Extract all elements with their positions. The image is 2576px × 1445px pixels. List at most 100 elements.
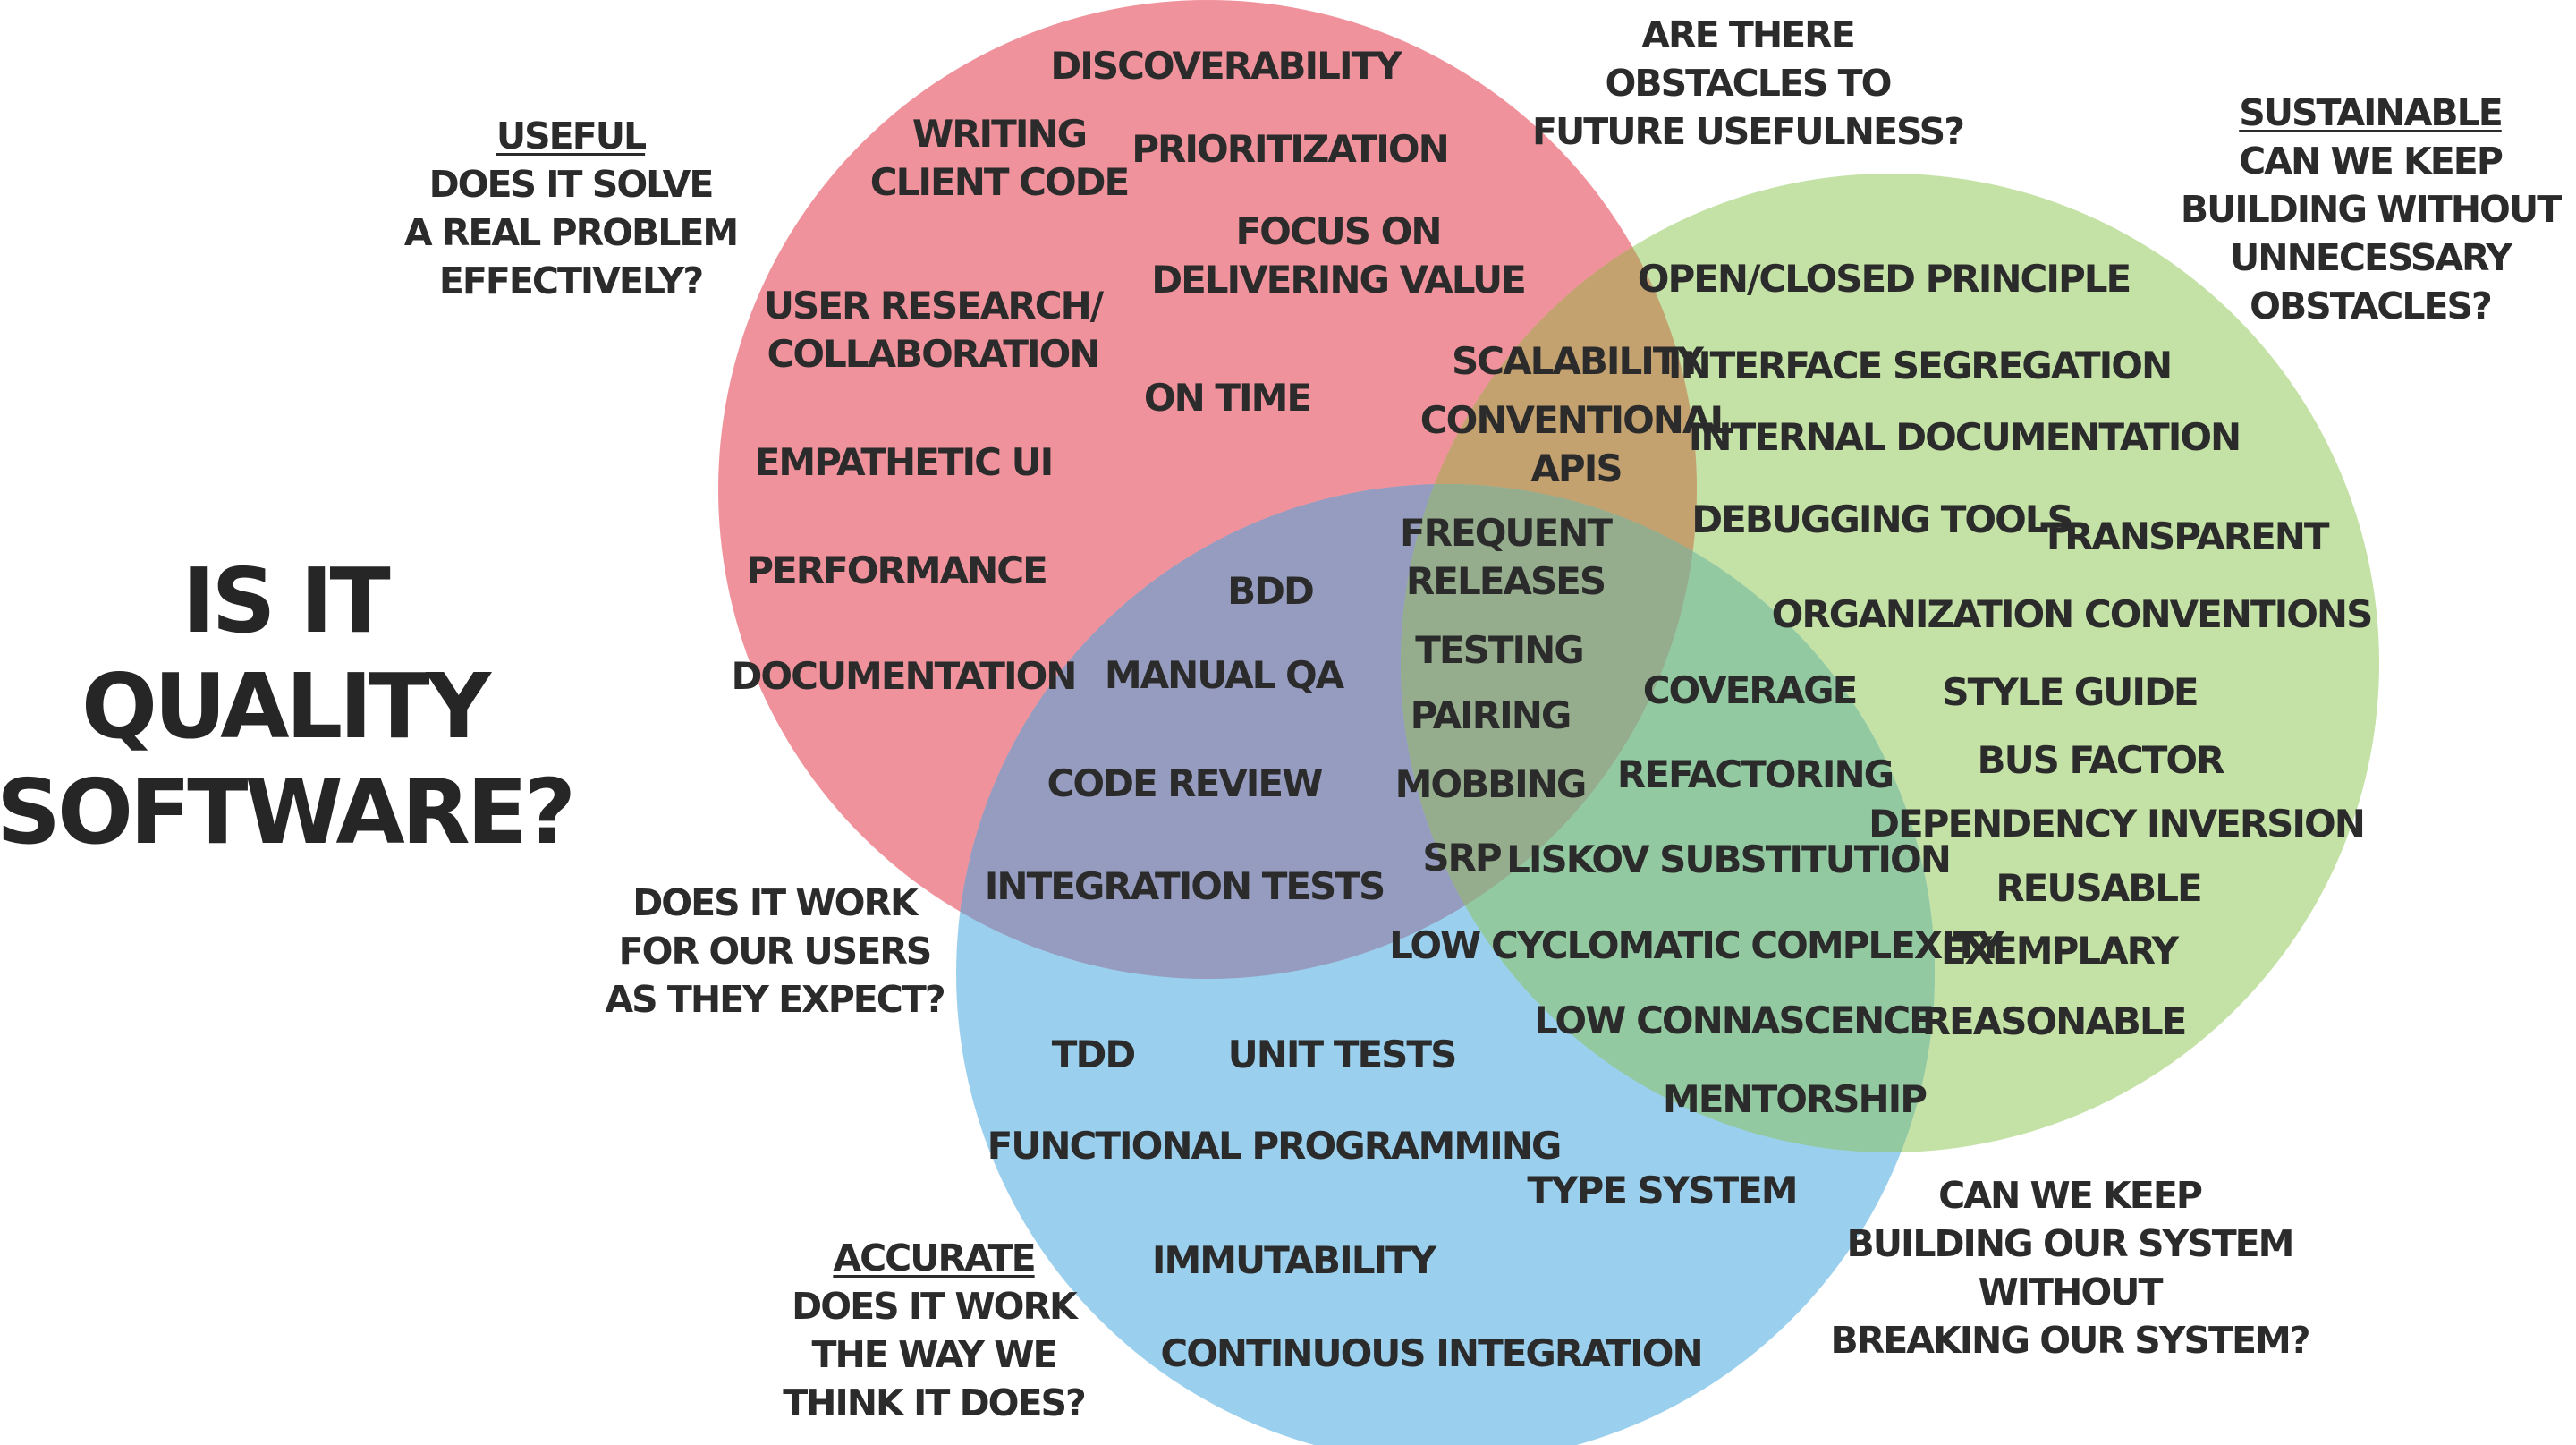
item-line: TYPE SYSTEM <box>1527 1169 1798 1212</box>
item-scalability: SCALABILITY <box>1452 337 1704 386</box>
item-continuous-integration: CONTINUOUS INTEGRATION <box>1160 1330 1703 1378</box>
item-mentorship: MENTORSHIP <box>1662 1075 1928 1124</box>
caption-line: A REAL PROBLEM <box>403 211 739 255</box>
useful-sustainable-question: ARE THERE OBSTACLES TO FUTURE USEFULNESS… <box>1532 11 1965 156</box>
item-line: BDD <box>1227 569 1315 613</box>
caption-line: ARE THERE <box>1641 13 1855 56</box>
item-line: PERFORMANCE <box>746 548 1048 592</box>
item-testing: TESTING <box>1415 626 1584 675</box>
item-line: CONVENTIONAL <box>1419 398 1733 442</box>
item-line: STYLE GUIDE <box>1942 670 2199 714</box>
caption-line: THE WAY WE <box>811 1333 1058 1377</box>
item-line: APIS <box>1530 446 1623 490</box>
item-reusable: REUSABLE <box>1996 864 2202 913</box>
item-dependency-inversion: DEPENDENCY INVERSION <box>1868 800 2366 848</box>
accurate-heading: ACCURATE <box>833 1237 1036 1279</box>
item-debugging-tools: DEBUGGING TOOLS <box>1691 496 2074 544</box>
item-line: EMPATHETIC UI <box>754 440 1055 484</box>
item-line: FREQUENT <box>1399 511 1613 555</box>
caption-line: EFFECTIVELY? <box>438 259 704 303</box>
item-line: CONTINUOUS INTEGRATION <box>1160 1331 1703 1375</box>
item-line: DELIVERING VALUE <box>1151 257 1527 302</box>
caption-line: DOES IT SOLVE <box>428 163 715 207</box>
item-exemplary: EXEMPLARY <box>1941 927 2179 975</box>
caption-line: AS THEY EXPECT? <box>605 978 945 1022</box>
item-liskov-substitution: LISKOV SUBSTITUTION <box>1506 836 1952 884</box>
item-line: USER RESEARCH/ <box>763 284 1104 327</box>
sustainable-heading: SUSTAINABLE <box>2239 91 2504 134</box>
item-tdd: TDD <box>1051 1031 1136 1079</box>
caption-line: DOES IT WORK <box>792 1285 1078 1329</box>
item-line: SCALABILITY <box>1452 339 1704 383</box>
caption-line: UNNECESSARY <box>2229 236 2512 280</box>
sustainable-accurate-question: CAN WE KEEP BUILDING OUR SYSTEM WITHOUT … <box>1830 1171 2310 1364</box>
item-discoverability: DISCOVERABILITY <box>1050 42 1402 90</box>
item-line: TDD <box>1051 1033 1136 1076</box>
item-prioritization: PRIORITIZATION <box>1131 125 1450 174</box>
caption-line: CAN WE KEEP <box>1938 1174 2203 1217</box>
item-line: COLLABORATION <box>767 331 1100 376</box>
item-coverage: COVERAGE <box>1643 667 1859 715</box>
item-line: LISKOV SUBSTITUTION <box>1506 837 1952 881</box>
item-documentation: DOCUMENTATION <box>731 652 1078 701</box>
caption-line: OBSTACLES TO <box>1605 62 1893 106</box>
title-line: SOFTWARE? <box>0 760 576 864</box>
caption-line: FOR OUR USERS <box>618 930 933 973</box>
item-line: PRIORITIZATION <box>1131 127 1450 171</box>
item-bdd: BDD <box>1227 567 1315 616</box>
item-line: DISCOVERABILITY <box>1050 44 1402 88</box>
item-line: LOW CYCLOMATIC COMPLEXITY <box>1389 923 2004 967</box>
title-line: IS IT <box>182 548 390 653</box>
accurate-caption: ACCURATE DOES IT WORK THE WAY WE THINK I… <box>783 1234 1087 1427</box>
caption-line: OBSTACLES? <box>2250 285 2493 328</box>
item-on-time: ON TIME <box>1143 374 1312 422</box>
item-line: REUSABLE <box>1996 866 2202 910</box>
item-line: UNIT TESTS <box>1227 1033 1458 1076</box>
item-line: INTEGRATION TESTS <box>984 864 1385 908</box>
item-immutability: IMMUTABILITY <box>1151 1237 1436 1285</box>
item-reasonable: REASONABLE <box>1921 998 2188 1046</box>
item-unit-tests: UNIT TESTS <box>1227 1031 1458 1079</box>
caption-line: THINK IT DOES? <box>783 1381 1087 1425</box>
item-line: ON TIME <box>1143 376 1312 420</box>
item-type-system: TYPE SYSTEM <box>1527 1167 1798 1215</box>
page-title: IS IT QUALITY SOFTWARE? <box>0 548 576 865</box>
item-line: OPEN/CLOSED PRINCIPLE <box>1637 257 2131 301</box>
caption-line: CAN WE KEEP <box>2239 140 2504 183</box>
item-pairing: PAIRING <box>1411 692 1572 740</box>
item-line: DEBUGGING TOOLS <box>1691 497 2074 541</box>
useful-accurate-question: DOES IT WORK FOR OUR USERS AS THEY EXPEC… <box>605 879 945 1024</box>
caption-line: FUTURE USEFULNESS? <box>1532 110 1965 154</box>
sustainable-caption: SUSTAINABLE CAN WE KEEP BUILDING WITHOUT… <box>2180 89 2562 331</box>
item-open-closed-principle: OPEN/CLOSED PRINCIPLE <box>1637 255 2131 303</box>
item-refactoring: REFACTORING <box>1617 751 1894 799</box>
item-line: DOCUMENTATION <box>731 654 1078 698</box>
item-srp: SRP <box>1422 834 1502 882</box>
caption-line: BUILDING OUR SYSTEM <box>1846 1222 2295 1266</box>
caption-line: BUILDING WITHOUT <box>2180 188 2562 232</box>
item-low-connascence: LOW CONNASCENCE <box>1534 997 1935 1045</box>
item-line: IMMUTABILITY <box>1151 1238 1436 1282</box>
item-line: MANUAL QA <box>1104 653 1344 697</box>
item-code-review: CODE REVIEW <box>1047 760 1324 808</box>
item-line: SRP <box>1422 836 1502 880</box>
title-line: QUALITY <box>80 654 491 759</box>
item-line: TRANSPARENT <box>2040 514 2329 558</box>
item-line: MENTORSHIP <box>1662 1077 1928 1121</box>
item-line: FUNCTIONAL PROGRAMMING <box>987 1124 1563 1168</box>
item-line: MOBBING <box>1394 762 1588 806</box>
item-interface-segregation: INTERFACE SEGREGATION <box>1668 342 2173 390</box>
item-line: TESTING <box>1415 628 1584 672</box>
caption-line: WITHOUT <box>1978 1271 2164 1314</box>
item-line: BUS FACTOR <box>1977 738 2225 782</box>
item-mobbing: MOBBING <box>1394 761 1588 809</box>
item-line: REASONABLE <box>1921 999 2188 1043</box>
caption-line: BREAKING OUR SYSTEM? <box>1830 1319 2310 1363</box>
item-internal-documentation: INTERNAL DOCUMENTATION <box>1688 413 2241 462</box>
item-line: INTERNAL DOCUMENTATION <box>1688 415 2241 459</box>
item-bus-factor: BUS FACTOR <box>1977 736 2225 785</box>
